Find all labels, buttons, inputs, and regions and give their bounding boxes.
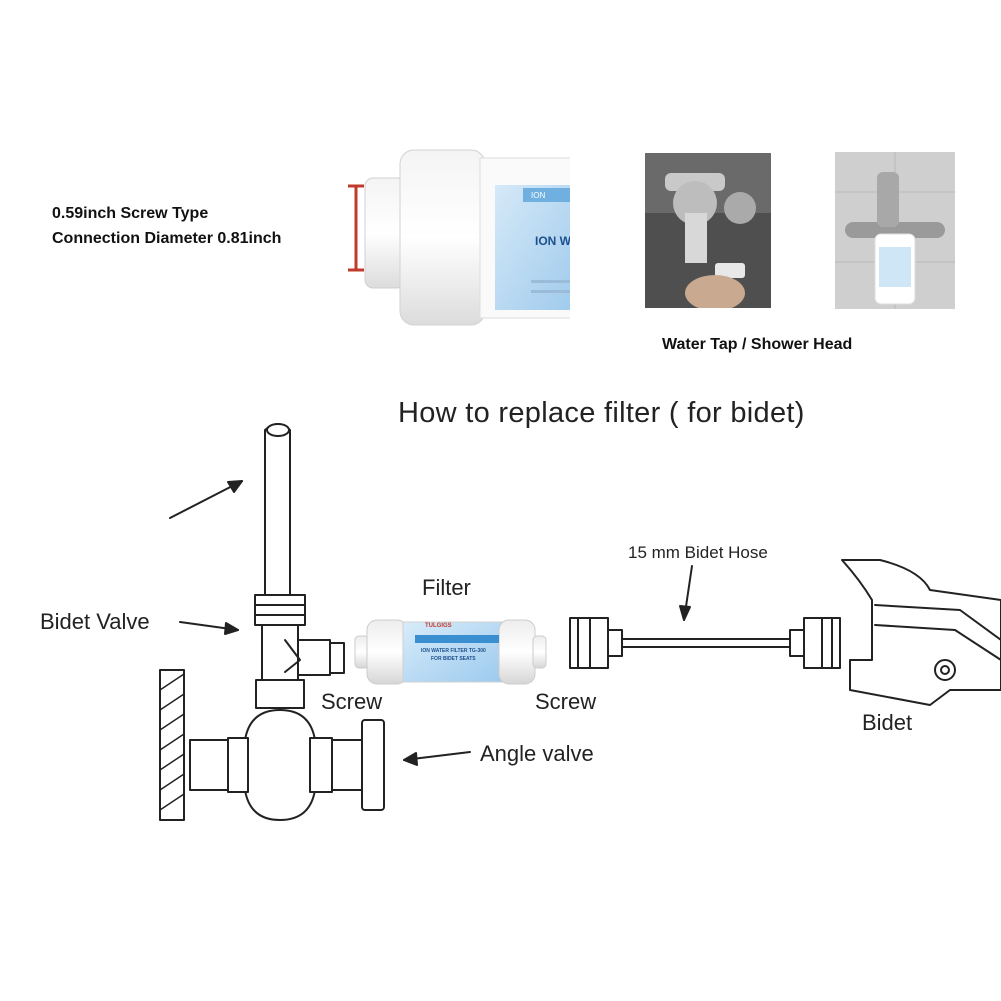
label-bidet: Bidet <box>862 710 913 735</box>
shower-head-photo <box>835 152 955 309</box>
filter-model-line-2: FOR BIDET SEATS <box>431 656 476 662</box>
filter-brand: TULGIGS <box>425 623 452 629</box>
usage-caption: Water Tap / Shower Head <box>662 336 853 353</box>
spec-line-1: 0.59inch Screw Type <box>52 205 209 222</box>
wall <box>159 669 185 821</box>
bidet-valve-body <box>261 624 299 681</box>
label-bidet-valve: Bidet Valve <box>40 609 150 634</box>
diagram-title: How to replace filter ( for bidet) <box>398 397 805 429</box>
arrows <box>169 480 693 766</box>
water-tap-photo <box>645 153 771 308</box>
label-screw-left: Screw <box>321 689 383 714</box>
label-angle-valve: Angle valve <box>480 741 594 766</box>
wall-hatching <box>159 673 185 811</box>
label-screw-right: Screw <box>535 689 597 714</box>
supply-pipe <box>264 423 291 596</box>
label-hose: 15 mm Bidet Hose <box>628 543 768 562</box>
angle-valve-body <box>189 709 371 821</box>
filter-cartridge <box>353 612 548 692</box>
angle-valve-handle <box>361 719 385 811</box>
svg-text:ION W: ION W <box>535 234 570 248</box>
label-filter: Filter <box>422 575 471 600</box>
bidet-valve-nut <box>254 594 306 626</box>
filter-closeup-photo: ION ION W <box>345 140 570 355</box>
spec-line-2: Connection Diameter 0.81inch <box>52 230 282 247</box>
svg-text:ION: ION <box>531 191 545 200</box>
filter-model-line-1: ION WATER FILTER TG-300 <box>421 648 486 654</box>
bidet-seat <box>841 559 1001 706</box>
